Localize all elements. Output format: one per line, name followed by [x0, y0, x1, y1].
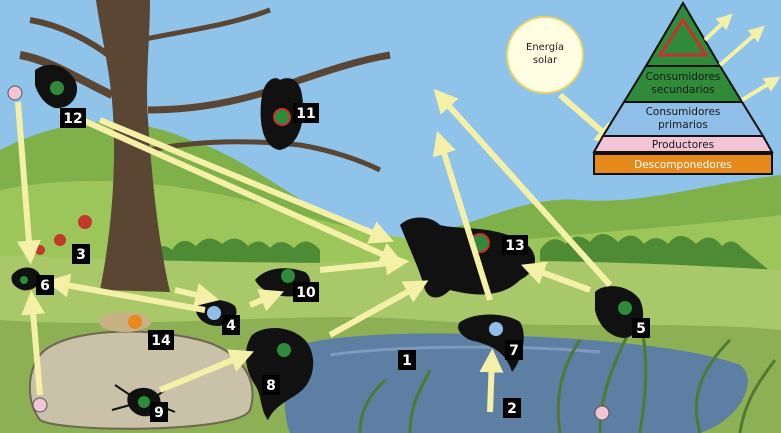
mushrooms [99, 312, 151, 332]
pyramid-primary-line2: primarios [658, 119, 708, 131]
crow-marker [50, 81, 64, 95]
svg-text:2: 2 [507, 401, 517, 417]
frog-marker [277, 343, 291, 357]
flower [78, 215, 92, 229]
label-6: 6 [36, 275, 54, 295]
sun-label-line1: Energía [526, 41, 564, 53]
svg-text:4: 4 [226, 318, 236, 334]
bug-marker [20, 276, 28, 284]
svg-text:3: 3 [76, 247, 86, 263]
label-4: 4 [222, 315, 240, 335]
svg-text:8: 8 [266, 378, 276, 394]
mushroom-marker [128, 315, 142, 329]
spider-marker [138, 396, 150, 408]
pyramid-primary-line1: Consumidores [646, 106, 721, 118]
label-2: 2 [503, 398, 521, 418]
label-7: 7 [505, 340, 523, 360]
flower [35, 245, 45, 255]
flower [54, 234, 66, 246]
svg-text:1: 1 [402, 353, 412, 369]
producer-marker-right [595, 406, 609, 420]
label-3: 3 [72, 244, 90, 264]
svg-text:10: 10 [296, 285, 316, 301]
label-11: 11 [293, 103, 319, 123]
label-9: 9 [150, 402, 168, 422]
fish-marker [489, 322, 503, 336]
svg-text:7: 7 [509, 343, 519, 359]
bird-right-marker [618, 301, 632, 315]
pyramid-secondary-line1: Consumidores [646, 71, 721, 83]
svg-text:13: 13 [505, 238, 524, 254]
svg-text:11: 11 [296, 106, 315, 122]
label-8: 8 [262, 375, 280, 395]
sun: Energía solar [507, 17, 583, 93]
label-13: 13 [502, 235, 528, 255]
label-14: 14 [148, 330, 174, 350]
svg-text:12: 12 [63, 111, 82, 127]
svg-text:14: 14 [151, 333, 171, 349]
producer-marker-left [33, 398, 47, 412]
sun-label-line2: solar [533, 55, 558, 66]
pyramid-secondary-line2: secundarios [651, 84, 714, 96]
owl-marker [274, 109, 290, 125]
insect-marker [207, 306, 221, 320]
svg-text:6: 6 [40, 278, 50, 294]
label-12: 12 [60, 108, 86, 128]
producer-marker-top [8, 86, 22, 100]
svg-text:5: 5 [636, 321, 646, 337]
svg-text:9: 9 [154, 405, 164, 421]
bird-marker [281, 269, 295, 283]
pyramid-producers-label: Productores [652, 139, 714, 151]
label-5: 5 [632, 318, 650, 338]
label-10: 10 [293, 282, 319, 302]
pyramid-decomposers-label: Descomponedores [634, 159, 732, 171]
label-1: 1 [398, 350, 416, 370]
